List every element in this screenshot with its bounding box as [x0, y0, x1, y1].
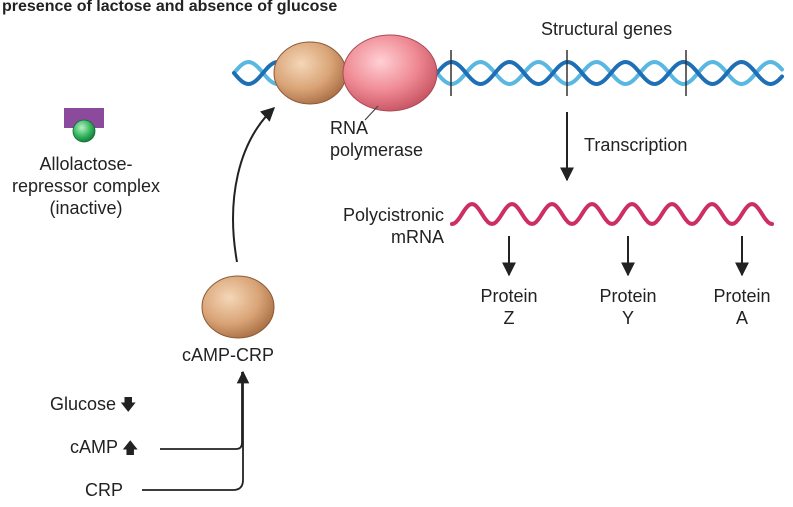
glucose-row: Glucose🡇 — [50, 393, 137, 417]
camp-row: cAMP🡅 — [70, 436, 138, 460]
arrow-down-icon: 🡇 — [120, 397, 137, 414]
protein-z-line2: Z — [503, 308, 515, 328]
allolactose-shape — [72, 119, 96, 143]
mrna-strand — [450, 201, 774, 227]
crp-label: CRP — [85, 480, 124, 500]
protein-z-label: Protein Z — [464, 285, 554, 329]
glucose-label: Glucose — [50, 394, 117, 414]
crp-input-line — [142, 370, 250, 491]
rna-polymerase-pointer — [364, 105, 379, 121]
protein-a-line1: Protein — [713, 286, 771, 306]
mrna-label-line1: Polycistronic — [342, 205, 444, 225]
complex-label: Allolactose- repressor complex (inactive… — [0, 153, 172, 219]
mrna-label: Polycistronic mRNA — [300, 204, 444, 248]
protein-a-line2: A — [735, 308, 748, 328]
protein-y-line2: Y — [621, 308, 634, 328]
allolactose-repressor-complex-shape — [64, 108, 104, 143]
camp-label: cAMP — [70, 437, 119, 457]
mrna-label-line2: mRNA — [391, 227, 444, 247]
repressor-shape — [64, 108, 104, 128]
camp-crp-shape — [201, 275, 275, 339]
protein-a-label: Protein A — [697, 285, 787, 329]
diagram-title: presence of lactose and absence of gluco… — [2, 0, 338, 15]
crp-bound-to-dna — [273, 41, 347, 105]
complex-label-line1: Allolactose- — [39, 154, 133, 174]
rna-polymerase-shape — [342, 34, 438, 112]
protein-z-line1: Protein — [480, 286, 538, 306]
transcription-label: Transcription — [584, 135, 688, 155]
rna-polymerase-label: RNA polymerase — [330, 117, 423, 161]
rna-polymerase-label-line2: polymerase — [330, 140, 424, 160]
camp-crp-label: cAMP-CRP — [182, 345, 275, 365]
camp-input-line — [160, 372, 243, 450]
arrow-up-icon: 🡅 — [122, 440, 139, 457]
complex-label-line2: repressor complex — [11, 176, 161, 196]
protein-y-label: Protein Y — [583, 285, 673, 329]
structural-genes-label: Structural genes — [541, 19, 673, 39]
rna-polymerase-label-line1: RNA — [330, 118, 369, 138]
protein-y-line1: Protein — [599, 286, 657, 306]
complex-label-line3: (inactive) — [49, 198, 123, 218]
binding-arrow — [232, 107, 276, 263]
